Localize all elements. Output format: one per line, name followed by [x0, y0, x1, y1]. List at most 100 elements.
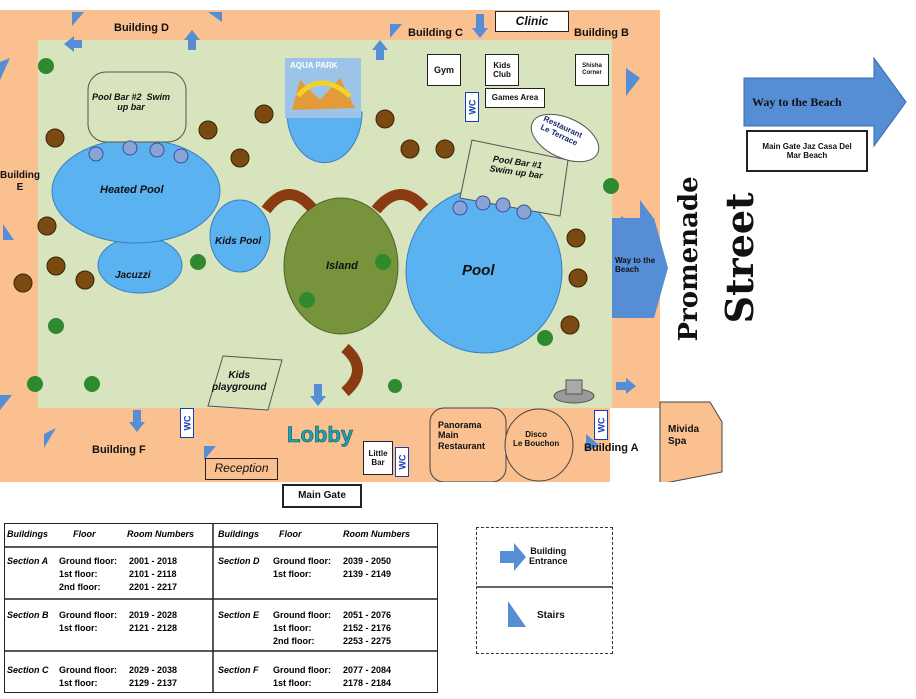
building-b-label: Building B: [574, 27, 629, 39]
table-header: Room Numbers: [127, 529, 195, 539]
way-to-beach-arrow: [612, 218, 668, 318]
room-range: 2121 - 2128: [129, 623, 178, 633]
section-name: Section F: [218, 665, 259, 675]
building-a-label: Building A: [584, 442, 639, 454]
gym-label[interactable]: Gym: [427, 54, 461, 86]
table-header: Room Numbers: [343, 529, 411, 539]
kids-pool-label: Kids Pool: [215, 236, 262, 247]
shisha-label[interactable]: Shisha Corner: [575, 54, 609, 86]
room-range: 2178 - 2184: [343, 678, 392, 688]
stairs-marker: [44, 428, 56, 448]
little-bar-label[interactable]: Little Bar: [363, 441, 393, 475]
wc-sign: WC: [395, 447, 409, 477]
floor-name: Ground floor:: [273, 556, 331, 566]
stairs-marker: [586, 434, 600, 450]
pool-bar-2-label: Pool Bar #2 Swim up bar: [92, 92, 171, 113]
pool-label: Pool: [462, 262, 495, 279]
mivida-spa-label: Mivida Spa: [668, 424, 700, 447]
disco-area: [504, 408, 574, 482]
room-range: 2039 - 2050: [343, 556, 392, 566]
stairs-icon: [508, 601, 526, 627]
resort-map: Building D Building C Building B Buildin…: [0, 10, 907, 508]
kids-pool-water: [209, 199, 271, 273]
stairs-marker: [72, 12, 84, 26]
rooms-table: Buildings Floor Room Numbers Buildings F…: [4, 523, 438, 693]
room-range: 2019 - 2028: [129, 610, 178, 620]
floor-name: 1st floor:: [273, 623, 312, 633]
room-range: 2139 - 2149: [343, 569, 392, 579]
room-range: 2253 - 2275: [343, 636, 392, 646]
disco-label: Disco Le Bouchon: [513, 430, 560, 449]
table-lines: [4, 523, 438, 693]
main-gate-jaz-label: Main Gate Jaz Casa Del Mar Beach: [746, 130, 868, 172]
floor-name: Ground floor:: [59, 556, 117, 566]
way-to-beach-label[interactable]: Way to the Beach: [752, 95, 842, 109]
map-legend: Building Entrance Stairs: [476, 527, 613, 654]
legend-stairs-label: Stairs: [537, 610, 565, 621]
stairs-marker: [208, 12, 222, 22]
room-range: 2029 - 2038: [129, 665, 178, 675]
stairs-marker: [0, 58, 10, 80]
aqua-park-label: AQUA PARK: [290, 61, 338, 70]
building-d-label: Building D: [114, 22, 169, 34]
games-area-label[interactable]: Games Area: [485, 88, 545, 108]
section-name: Section C: [7, 665, 49, 675]
room-range: 2201 - 2217: [129, 582, 178, 592]
way-to-beach-small-label[interactable]: Way to the Beach: [615, 256, 656, 275]
panorama-label: Panorama Main Restaurant: [438, 420, 486, 451]
main-beach-arrow: [743, 56, 907, 148]
jacuzzi-water: [97, 236, 183, 294]
stairs-marker: [640, 200, 655, 220]
floor-name: 2nd floor:: [59, 582, 101, 592]
floor-name: 1st floor:: [273, 569, 312, 579]
aqua-park-pool: [286, 111, 363, 164]
island-label: Island: [326, 260, 358, 272]
stairs-marker: [626, 68, 640, 96]
kids-club-label[interactable]: Kids Club: [485, 54, 519, 86]
table-header: Floor: [279, 529, 302, 539]
reception-label[interactable]: Reception: [205, 458, 278, 480]
table-header: Buildings: [218, 529, 259, 539]
section-name: Section B: [7, 610, 49, 620]
wc-sign: WC: [180, 408, 194, 438]
section-name: Section E: [218, 610, 260, 620]
building-f-label: Building F: [92, 444, 146, 456]
floor-name: Ground floor:: [273, 610, 331, 620]
main-gate-label[interactable]: Main Gate: [282, 484, 362, 508]
building-e-label: Building E: [0, 170, 40, 193]
pool-bar-2-area: [87, 71, 187, 143]
restaurant-terrace-area: [530, 113, 600, 163]
room-range: 2101 - 2118: [129, 569, 177, 579]
map-drawing: [0, 10, 907, 482]
jacuzzi-label: Jacuzzi: [115, 270, 151, 281]
floor-name: Ground floor:: [59, 665, 117, 675]
section-name: Section D: [218, 556, 260, 566]
table-header: Buildings: [7, 529, 48, 539]
building-entrance-arrow-icon: [500, 543, 526, 571]
stairs-marker: [3, 224, 14, 240]
lobby-label[interactable]: Lobby: [287, 422, 354, 448]
mivida-spa-area: [659, 401, 723, 482]
table-header: Floor: [73, 529, 96, 539]
room-range: 2129 - 2137: [129, 678, 178, 688]
stairs-marker: [204, 446, 216, 460]
promenade-label: Promenade: [674, 176, 705, 342]
room-range: 2077 - 2084: [343, 665, 392, 675]
room-range: 2152 - 2176: [343, 623, 392, 633]
floor-name: 1st floor:: [273, 678, 312, 688]
section-name: Section A: [7, 556, 49, 566]
street-label: Street: [717, 192, 763, 324]
palm-trees: [27, 58, 619, 393]
kids-playground-area: [207, 355, 283, 411]
wc-sign: WC: [465, 92, 479, 122]
clinic-label[interactable]: Clinic: [495, 11, 569, 32]
room-range: 2001 - 2018: [129, 556, 178, 566]
floor-name: 1st floor:: [59, 678, 98, 688]
legend-lines: [476, 543, 613, 627]
floor-name: Ground floor:: [59, 610, 117, 620]
floor-name: 1st floor:: [59, 569, 98, 579]
floor-name: Ground floor:: [273, 665, 331, 675]
legend-building-entrance-label: Building Entrance: [529, 546, 568, 567]
kids-playground-label: Kids playground: [212, 370, 267, 393]
floor-name: 2nd floor:: [273, 636, 315, 646]
